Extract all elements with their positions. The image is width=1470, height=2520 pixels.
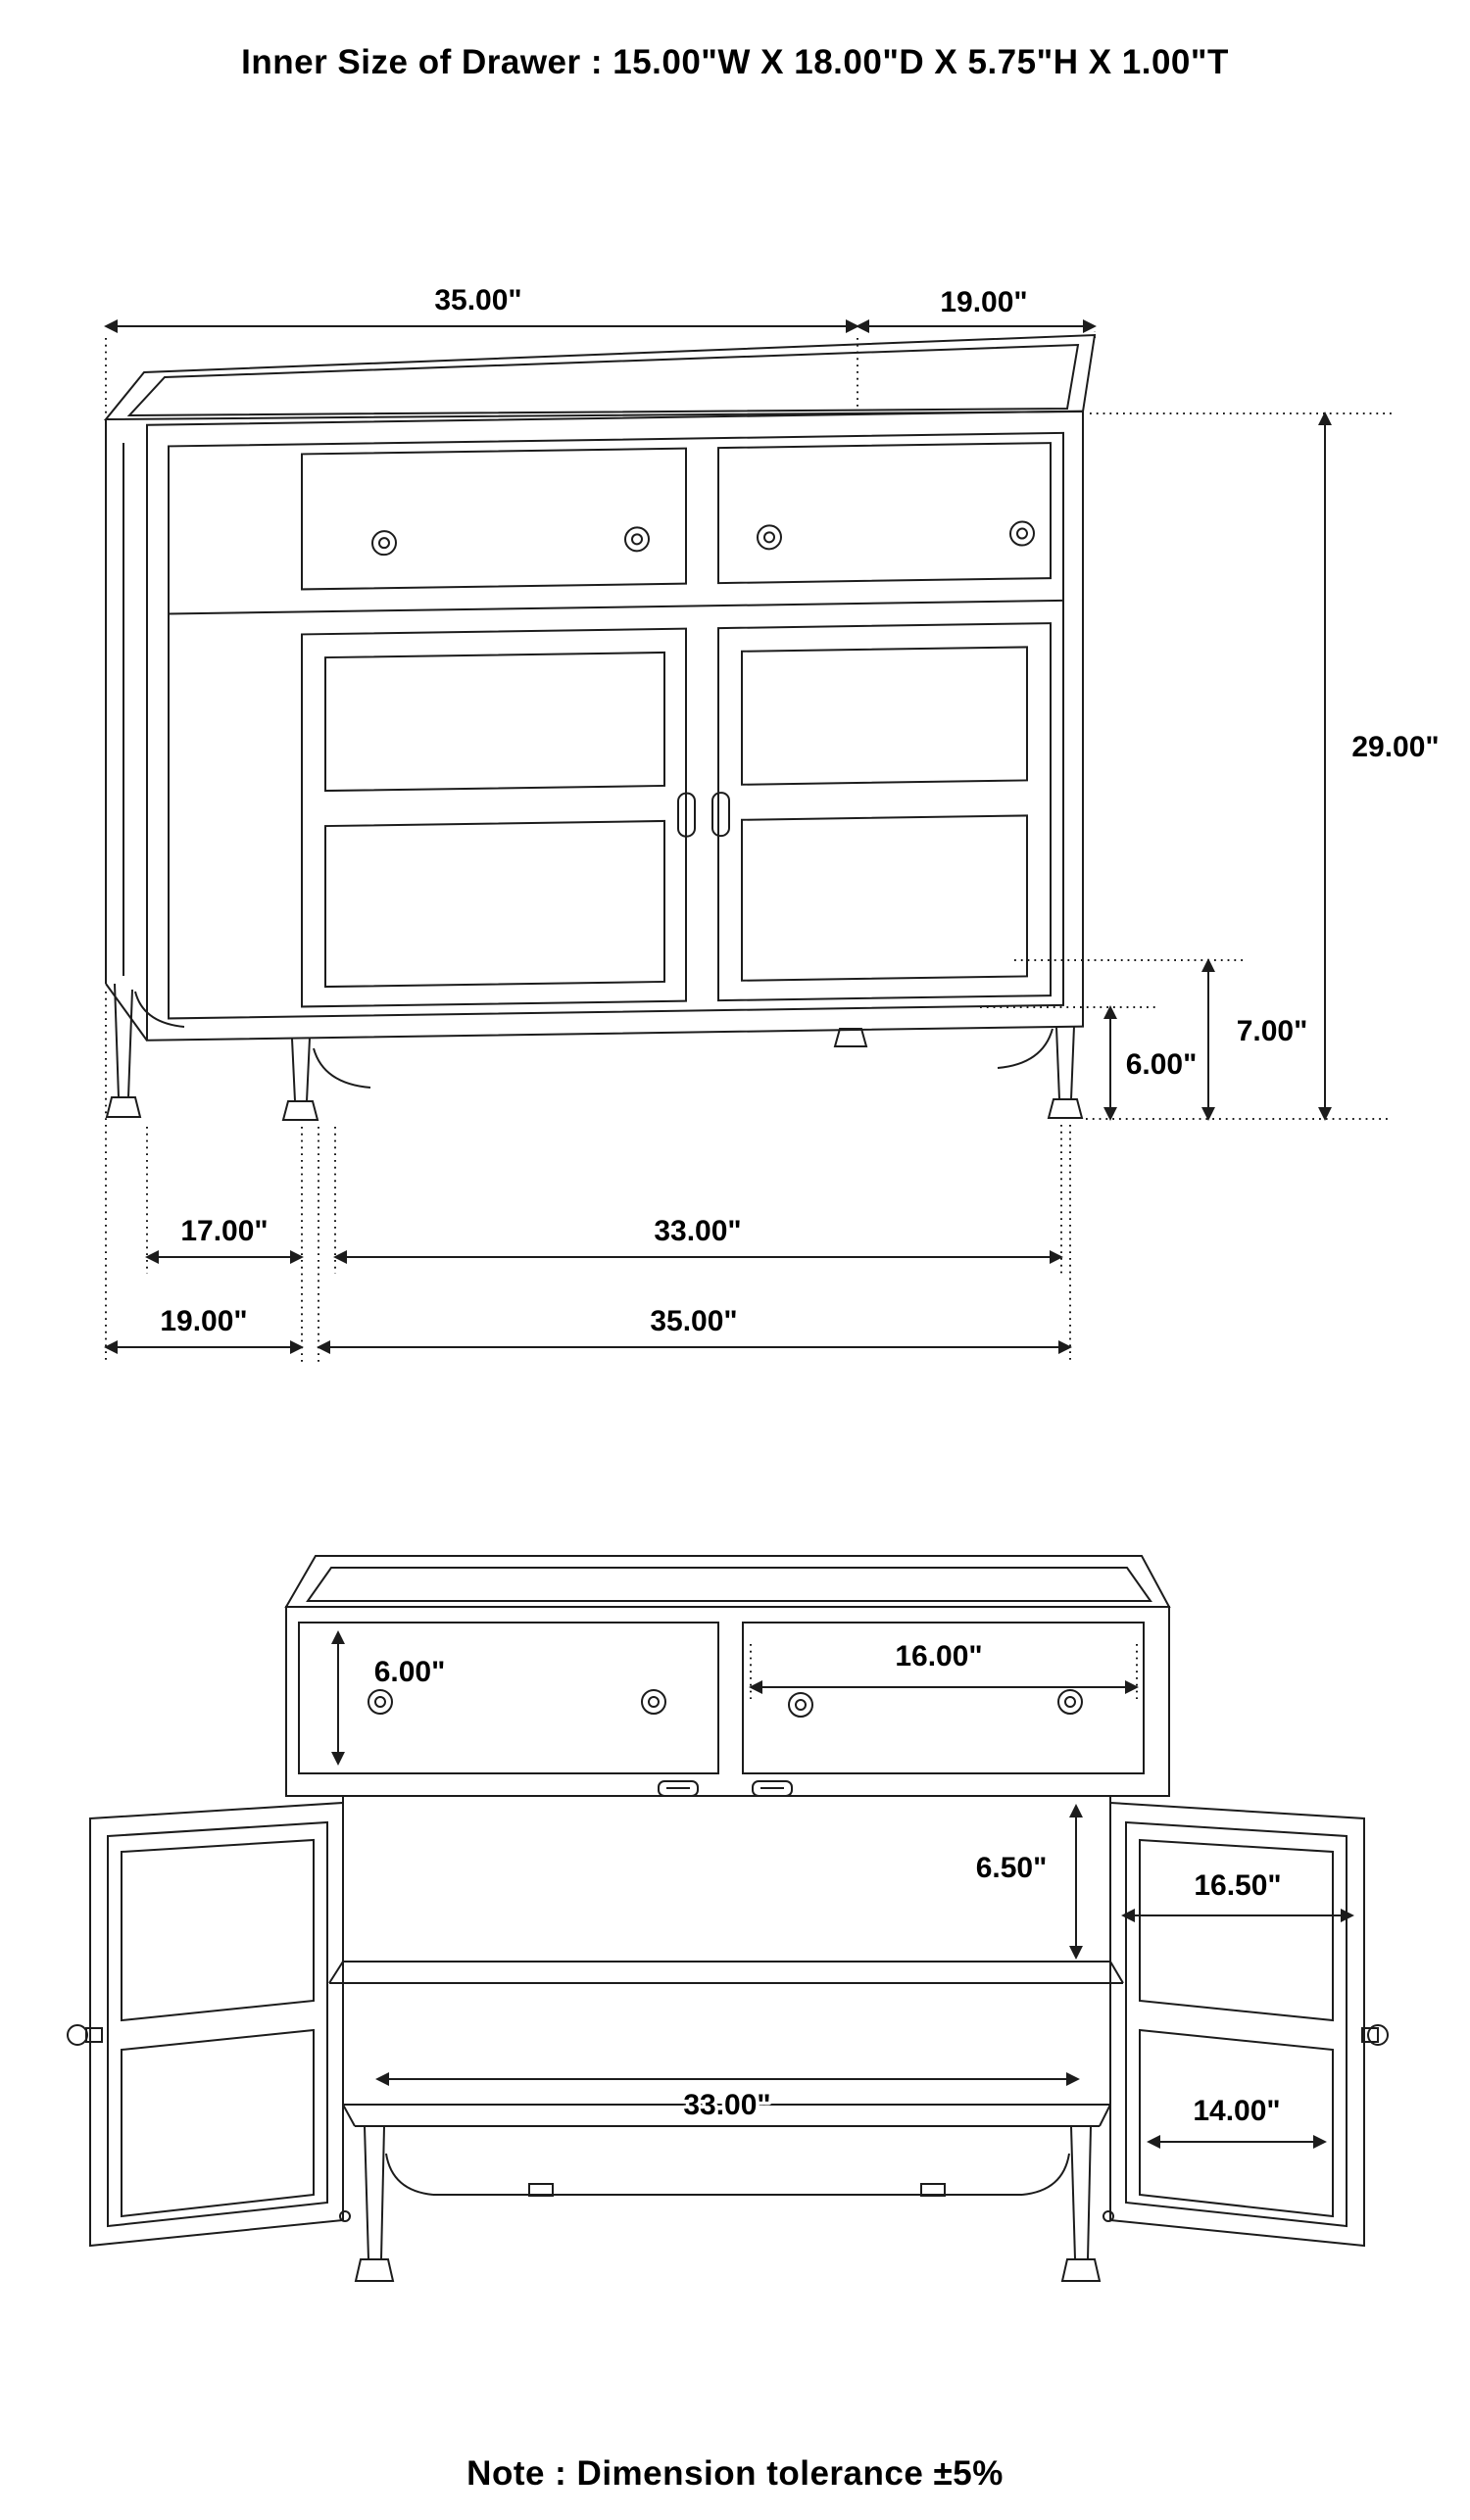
dim-overall-height: 29.00"	[1086, 412, 1443, 1121]
cabinet-legs	[105, 983, 1084, 1121]
front-lower-case	[328, 1796, 1124, 2127]
dim-leg-height-outer: 7.00"	[1014, 958, 1311, 1121]
label-overall-height: 29.00"	[1351, 731, 1439, 763]
cabinet-top-face	[103, 333, 1097, 421]
label-base-inner-width: 33.00"	[654, 1215, 741, 1247]
door-handles	[677, 792, 730, 838]
dim-drawer-height: 6.00"	[331, 1630, 449, 1766]
front-top-face	[284, 1555, 1171, 1608]
front-legs	[339, 2125, 1114, 2282]
dim-door-panel-width: 14.00"	[1147, 2092, 1327, 2149]
label-leg-height-outer: 7.00"	[1237, 1015, 1308, 1047]
cabinet-front-face	[146, 410, 1084, 1042]
front-view-diagram: 6.00" 16.00" 6.50" 33.00"	[67, 1555, 1389, 2282]
latch-plates	[658, 1780, 793, 1797]
front-door-left	[67, 1801, 344, 2248]
dim-door-width: 16.50"	[1121, 1866, 1354, 1922]
front-door-right	[1109, 1801, 1389, 2248]
label-top-depth: 19.00"	[940, 286, 1027, 318]
front-upper-case	[285, 1606, 1170, 1797]
label-door-width: 16.50"	[1194, 1869, 1281, 1902]
tolerance-note: Note : Dimension tolerance ±5%	[466, 2454, 1004, 2493]
drawer-left	[301, 447, 687, 591]
label-leg-height-inner: 6.00"	[1126, 1048, 1198, 1081]
door-right	[717, 622, 1052, 1002]
dim-interior-width: 33.00"	[375, 2072, 1080, 2125]
dim-top-width: 35.00"	[104, 281, 859, 415]
drawer-right	[717, 442, 1052, 585]
label-base-width: 35.00"	[650, 1305, 737, 1337]
right-door-knob	[1361, 2024, 1389, 2046]
label-base-inner-depth: 17.00"	[180, 1215, 268, 1247]
dim-leg-height-inner: 6.00"	[980, 1005, 1200, 1121]
page-title: Inner Size of Drawer : 15.00"W X 18.00"D…	[241, 43, 1229, 81]
front-drawer-left	[298, 1622, 719, 1774]
bottom-dimensions: 17.00" 33.00" 19.00" 35.00"	[104, 992, 1072, 1364]
label-shelf-clearance: 6.50"	[976, 1852, 1048, 1884]
overview-diagram: 35.00" 19.00"	[103, 281, 1443, 1364]
label-drawer-width: 16.00"	[895, 1640, 982, 1672]
door-left	[301, 627, 687, 1008]
label-drawer-height: 6.00"	[374, 1656, 446, 1688]
label-door-panel-width: 14.00"	[1193, 2095, 1280, 2127]
left-door-knob	[67, 2024, 103, 2046]
dim-shelf-clearance: 6.50"	[972, 1804, 1083, 1960]
label-base-depth: 19.00"	[160, 1305, 247, 1337]
cabinet-left-side	[105, 419, 148, 1042]
label-top-width: 35.00"	[434, 284, 521, 316]
dim-top-depth: 19.00"	[856, 283, 1097, 338]
label-interior-width: 33.00"	[683, 2089, 770, 2121]
dim-drawer-width: 16.00"	[749, 1637, 1139, 1699]
